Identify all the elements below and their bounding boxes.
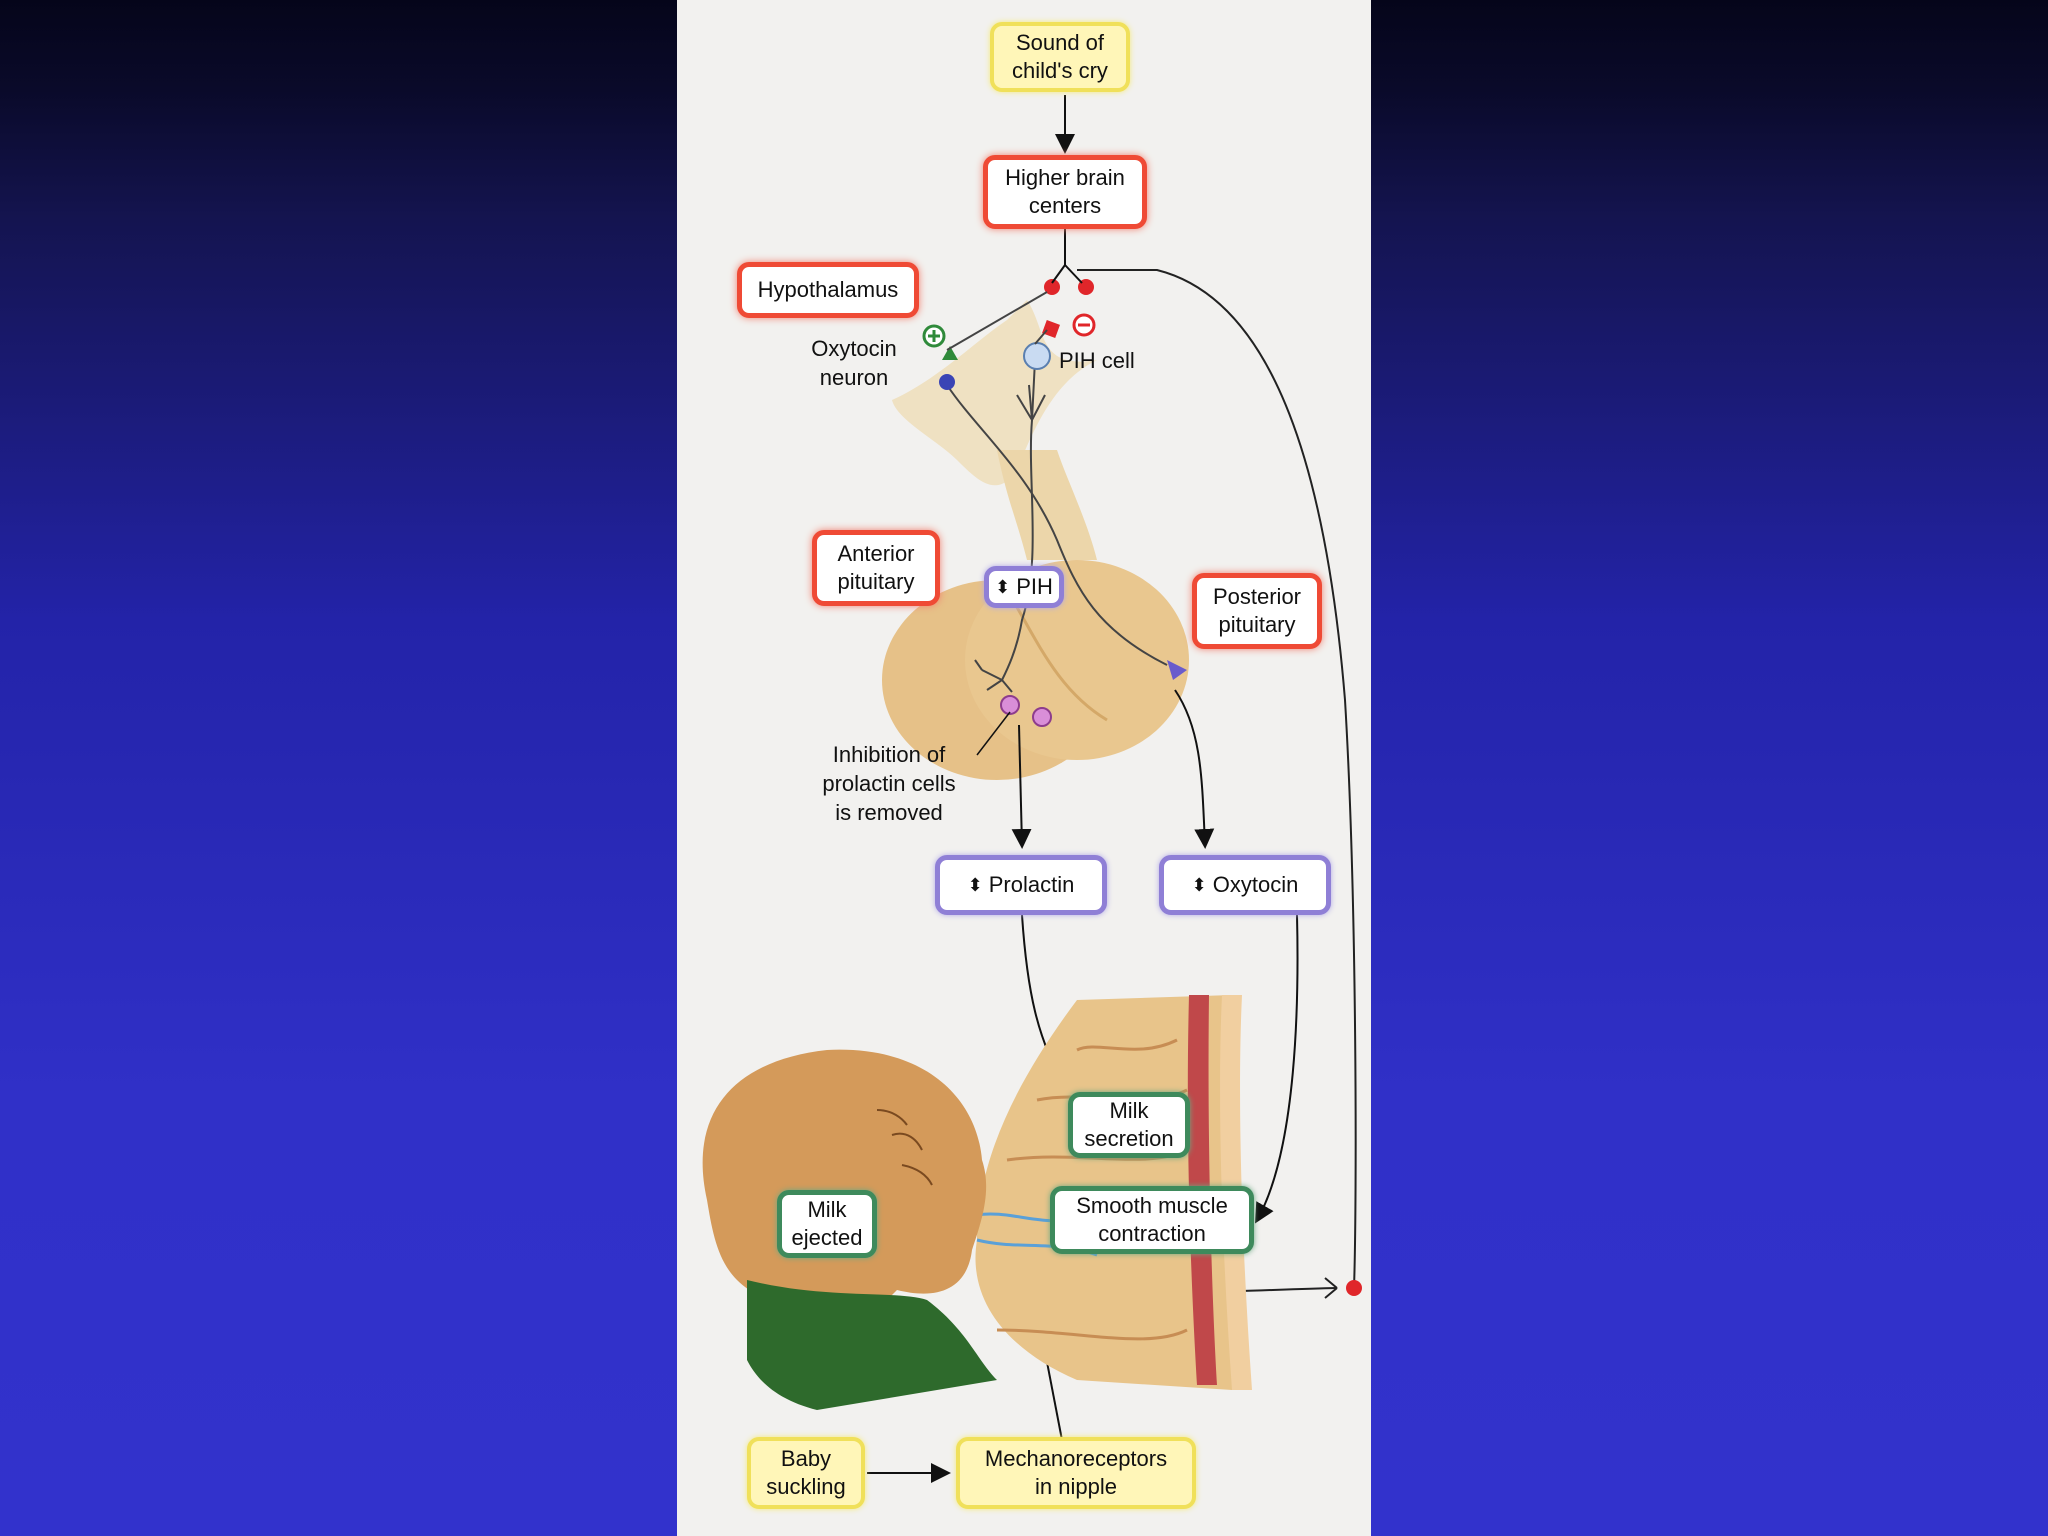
milk-secretion-label: Milk secretion bbox=[1084, 1098, 1174, 1151]
posterior-pituitary-label: Posterior pituitary bbox=[1212, 584, 1302, 637]
diagram-artwork bbox=[702, 95, 1362, 1483]
red-square-icon bbox=[1042, 320, 1060, 338]
milk-secretion-box: Milk secretion bbox=[1068, 1092, 1190, 1158]
posterior-pituitary-box: Posterior pituitary bbox=[1192, 573, 1322, 649]
pih-cell-icon bbox=[1023, 342, 1051, 370]
inhibition-label: Inhibition of prolactin cells is removed bbox=[822, 742, 956, 825]
oxytocin-neuron-icon bbox=[939, 374, 955, 390]
baby-head bbox=[702, 1049, 987, 1314]
mechanoreceptors-label: Mechanoreceptors in nipple bbox=[984, 1446, 1168, 1499]
oxytocin-neuron-label: Oxytocin neuron bbox=[811, 336, 897, 390]
milk-ejected-label: Milk ejected bbox=[791, 1197, 863, 1250]
feedback-pathway bbox=[1077, 269, 1357, 1289]
hypothalamus-box: Hypothalamus bbox=[737, 262, 919, 318]
prolactin-cell-icon-2 bbox=[1032, 707, 1052, 727]
hypothalamus-label: Hypothalamus bbox=[757, 277, 899, 302]
milk-ejected-box: Milk ejected bbox=[777, 1190, 877, 1258]
pih-label: PIH bbox=[1016, 574, 1053, 599]
increase-arrow-icon: ⬍ bbox=[1191, 875, 1207, 895]
pih-box: ⬍PIH bbox=[984, 566, 1064, 608]
green-triangle-icon bbox=[942, 346, 958, 360]
baby-body bbox=[747, 1280, 997, 1410]
red-synapse-icon-1 bbox=[1044, 279, 1060, 295]
oxytocin-label: Oxytocin bbox=[1212, 872, 1299, 897]
oxytocin-axon bbox=[946, 384, 1168, 666]
higher-brain-centers-label: Higher brain centers bbox=[1005, 165, 1125, 218]
prolactin-label: Prolactin bbox=[988, 872, 1075, 897]
increase-arrow-icon: ⬍ bbox=[995, 577, 1011, 597]
prolactin-cell-icon-1 bbox=[1000, 695, 1020, 715]
anterior-pituitary-box: Anterior pituitary bbox=[812, 530, 940, 606]
hypothalamus-tissue bbox=[892, 300, 1097, 486]
smooth-muscle-contraction-label: Smooth muscle contraction bbox=[1076, 1193, 1228, 1246]
pih-cell-label: PIH cell bbox=[1059, 348, 1135, 373]
baby-suckling-box: Baby suckling bbox=[747, 1437, 865, 1509]
baby-suckling-label: Baby suckling bbox=[766, 1446, 846, 1499]
oxytocin-terminal-icon bbox=[1167, 660, 1187, 680]
higher-brain-centers-box: Higher brain centers bbox=[983, 155, 1147, 229]
sound-of-cry-label: Sound of child's cry bbox=[1012, 30, 1108, 83]
prolactin-box: ⬍Prolactin bbox=[935, 855, 1107, 915]
sound-of-cry-box: Sound of child's cry bbox=[990, 22, 1130, 92]
diagram-panel: Sound of child's cry Higher brain center… bbox=[677, 0, 1371, 1536]
feedback-synapse-icon bbox=[1346, 1280, 1362, 1296]
smooth-muscle-contraction-box: Smooth muscle contraction bbox=[1050, 1186, 1254, 1254]
oxytocin-box: ⬍Oxytocin bbox=[1159, 855, 1331, 915]
mechanoreceptors-box: Mechanoreceptors in nipple bbox=[956, 1437, 1196, 1509]
increase-arrow-icon: ⬍ bbox=[967, 875, 983, 895]
posterior-pituitary-gland bbox=[965, 560, 1189, 760]
anterior-pituitary-label: Anterior pituitary bbox=[837, 541, 915, 594]
